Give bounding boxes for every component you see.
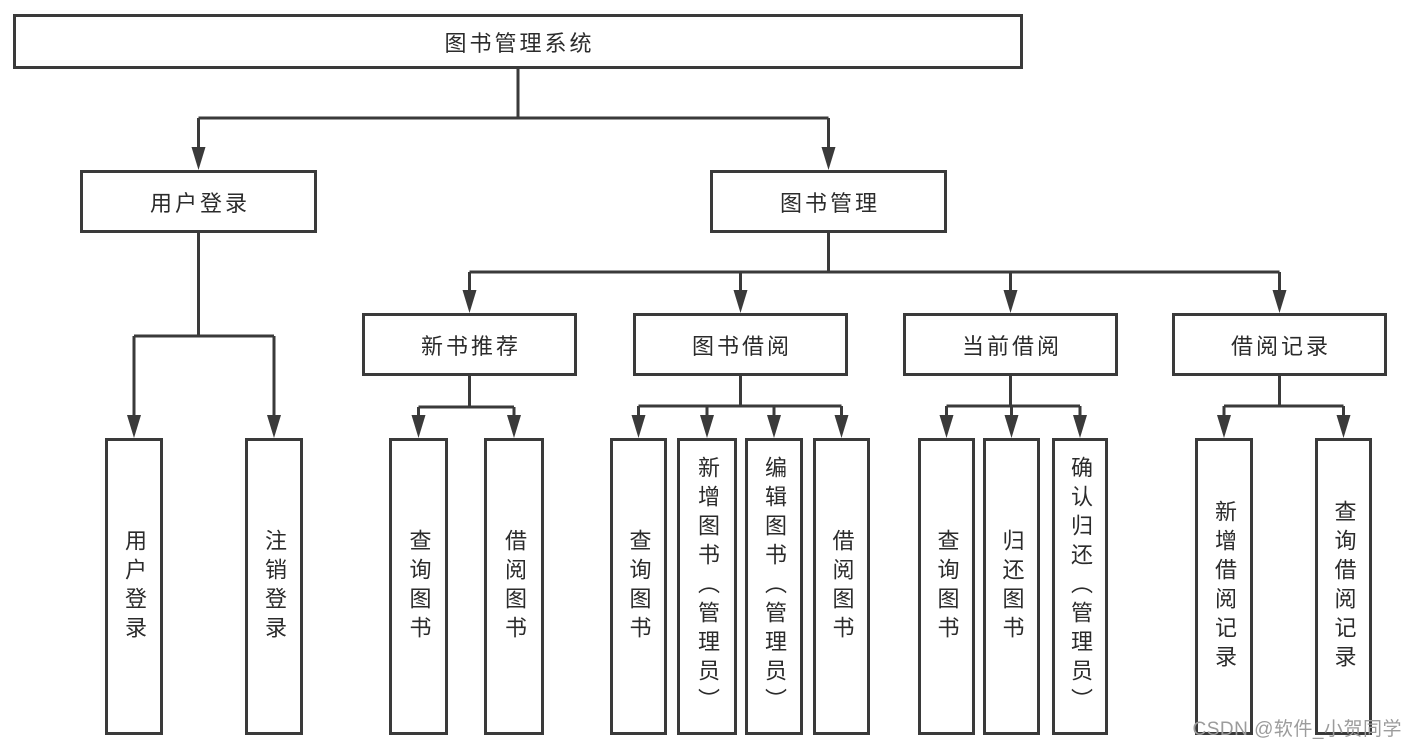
arrowhead xyxy=(767,415,781,438)
leaf-edit-books-admin: 编辑图书（管理员） xyxy=(745,438,803,735)
node-new-book-recommendation-label: 新书推荐 xyxy=(420,333,521,359)
node-book-borrowing: 图书借阅 xyxy=(633,313,848,376)
arrowhead xyxy=(267,415,281,438)
leaf-add-borrow-record-label: 新增借阅记录 xyxy=(1212,499,1237,674)
leaf-borrow-books: 借阅图书 xyxy=(484,438,544,735)
arrowhead xyxy=(1272,290,1287,313)
leaf-edit-books-admin-label: 编辑图书（管理员） xyxy=(762,456,787,717)
node-current-borrowing: 当前借阅 xyxy=(903,313,1118,376)
arrowhead xyxy=(700,415,714,438)
leaf-confirm-return-admin-label: 确认归还（管理员） xyxy=(1068,456,1093,717)
arrowhead xyxy=(1003,290,1018,313)
arrowhead xyxy=(1217,415,1231,438)
leaf-query-books-2-label: 查询图书 xyxy=(626,528,652,645)
node-new-book-recommendation: 新书推荐 xyxy=(362,313,577,376)
arrowhead xyxy=(127,415,141,438)
leaf-query-books-3-label: 查询图书 xyxy=(934,528,960,645)
node-current-borrowing-label: 当前借阅 xyxy=(961,333,1062,359)
leaf-query-books-3: 查询图书 xyxy=(918,438,975,735)
connector-book-management-to-level3 xyxy=(462,233,1287,313)
arrowhead xyxy=(939,415,954,438)
leaf-add-books-admin-label: 新增图书（管理员） xyxy=(695,456,720,717)
leaf-query-borrow-record-label: 查询借阅记录 xyxy=(1331,499,1357,674)
arrowhead xyxy=(834,415,849,438)
arrowhead xyxy=(1336,415,1351,438)
leaf-query-borrow-record: 查询借阅记录 xyxy=(1315,438,1372,735)
leaf-borrow-books-label: 借阅图书 xyxy=(502,528,527,645)
leaf-logout: 注销登录 xyxy=(245,438,303,735)
node-book-management-label: 图书管理 xyxy=(779,190,880,216)
arrowhead xyxy=(411,415,426,438)
leaf-logout-label: 注销登录 xyxy=(262,528,287,645)
connector-user-login-to-leaves xyxy=(127,233,281,438)
connector-root-to-level2 xyxy=(191,69,836,170)
leaf-query-books-2: 查询图书 xyxy=(610,438,667,735)
node-borrowing-records-label: 借阅记录 xyxy=(1230,333,1331,359)
connector-new-book-recommendation-to-leaves xyxy=(411,376,521,438)
node-borrowing-records: 借阅记录 xyxy=(1172,313,1387,376)
leaf-borrow-books-2-label: 借阅图书 xyxy=(829,528,855,645)
arrowhead xyxy=(631,415,646,438)
leaf-confirm-return-admin: 确认归还（管理员） xyxy=(1052,438,1108,735)
node-book-management: 图书管理 xyxy=(710,170,947,233)
leaf-query-books-label: 查询图书 xyxy=(406,528,432,645)
node-library-system: 图书管理系统 xyxy=(13,14,1023,69)
node-book-borrowing-label: 图书借阅 xyxy=(691,333,792,359)
connector-book-borrowing-to-leaves xyxy=(631,376,849,438)
leaf-user-login: 用户登录 xyxy=(105,438,163,735)
arrowhead xyxy=(191,147,206,170)
arrowhead xyxy=(462,290,477,313)
node-user-login-label: 用户登录 xyxy=(149,190,250,216)
arrowhead xyxy=(1004,415,1019,438)
leaf-return-books-label: 归还图书 xyxy=(999,528,1025,645)
arrowhead xyxy=(1073,415,1087,438)
leaf-return-books: 归还图书 xyxy=(983,438,1040,735)
leaf-add-borrow-record: 新增借阅记录 xyxy=(1195,438,1253,735)
arrowhead xyxy=(733,290,748,313)
node-library-system-label: 图书管理系统 xyxy=(444,30,595,56)
leaf-query-books: 查询图书 xyxy=(389,438,448,735)
connector-current-borrowing-to-leaves xyxy=(939,376,1087,438)
node-user-login: 用户登录 xyxy=(80,170,317,233)
leaf-add-books-admin: 新增图书（管理员） xyxy=(677,438,737,735)
leaf-user-login-label: 用户登录 xyxy=(122,528,147,645)
arrowhead xyxy=(507,415,521,438)
arrowhead xyxy=(821,147,836,170)
connector-borrowing-records-to-leaves xyxy=(1217,376,1351,438)
leaf-borrow-books-2: 借阅图书 xyxy=(813,438,870,735)
watermark: CSDN @软件_小贺同学 xyxy=(1192,719,1402,740)
